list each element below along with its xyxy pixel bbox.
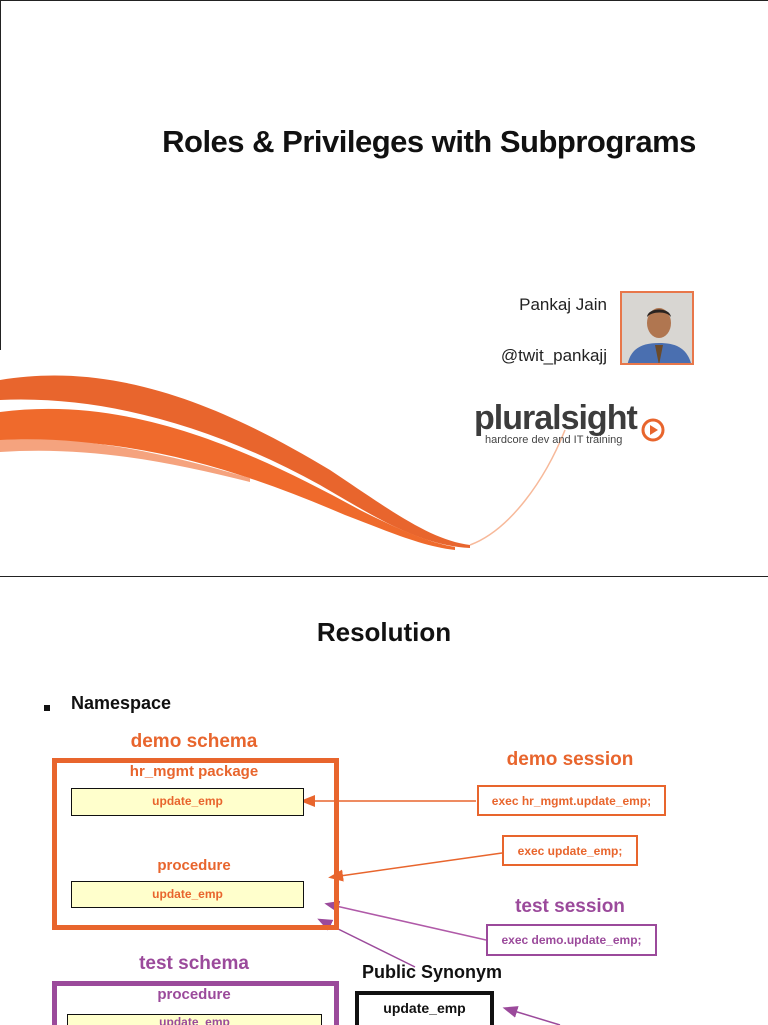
procedure-label: procedure (157, 857, 231, 874)
bullet-marker (44, 705, 50, 711)
demo-session-label: demo session (506, 749, 634, 770)
demo-schema-box (52, 758, 339, 930)
test-session-label: test session (515, 896, 625, 917)
pluralsight-logo-text: pluralsight (474, 399, 638, 437)
orange-swoosh (0, 375, 566, 550)
bullet-text: Namespace (71, 693, 172, 713)
slide-border-left (0, 0, 1, 350)
procedure-box: update_emp (71, 881, 304, 908)
arrow-synonym-in (502, 1006, 561, 1025)
test-schema-label: test schema (139, 953, 249, 974)
author-name: Pankaj Jain (519, 295, 607, 314)
title-slide: Roles & Privileges with Subprograms Pank… (0, 0, 768, 550)
exec-procedure-box: exec update_emp; (502, 835, 638, 866)
test-procedure-box: update_emp (67, 1014, 322, 1025)
author-handle: @twit_pankajj (500, 346, 607, 365)
slide-title: Resolution (316, 617, 452, 647)
resolution-slide: Resolution Namespace demo schema hr_mgmt… (0, 576, 768, 1025)
arrow-test-exec (324, 900, 487, 941)
slide-border-top (0, 0, 768, 1)
exec-package-box: exec hr_mgmt.update_emp; (477, 785, 666, 816)
arrow-exec2 (328, 852, 503, 882)
pluralsight-tagline: hardcore dev and IT training (485, 434, 623, 446)
public-synonym-label: Public Synonym (361, 962, 503, 982)
package-label: hr_mgmt package (129, 763, 259, 780)
demo-schema-label: demo schema (130, 731, 258, 752)
test-procedure-label: procedure (157, 986, 231, 1003)
exec-test-box: exec demo.update_emp; (486, 924, 657, 956)
package-proc-box: update_emp (71, 788, 304, 816)
public-synonym-box: update_emp (355, 991, 494, 1025)
arrows-layer (300, 795, 561, 1025)
author-photo (620, 291, 694, 365)
play-icon (641, 418, 665, 442)
slide-title: Roles & Privileges with Subprograms (162, 124, 696, 159)
arrow-synonym (317, 918, 416, 968)
test-schema-box (52, 981, 339, 1025)
